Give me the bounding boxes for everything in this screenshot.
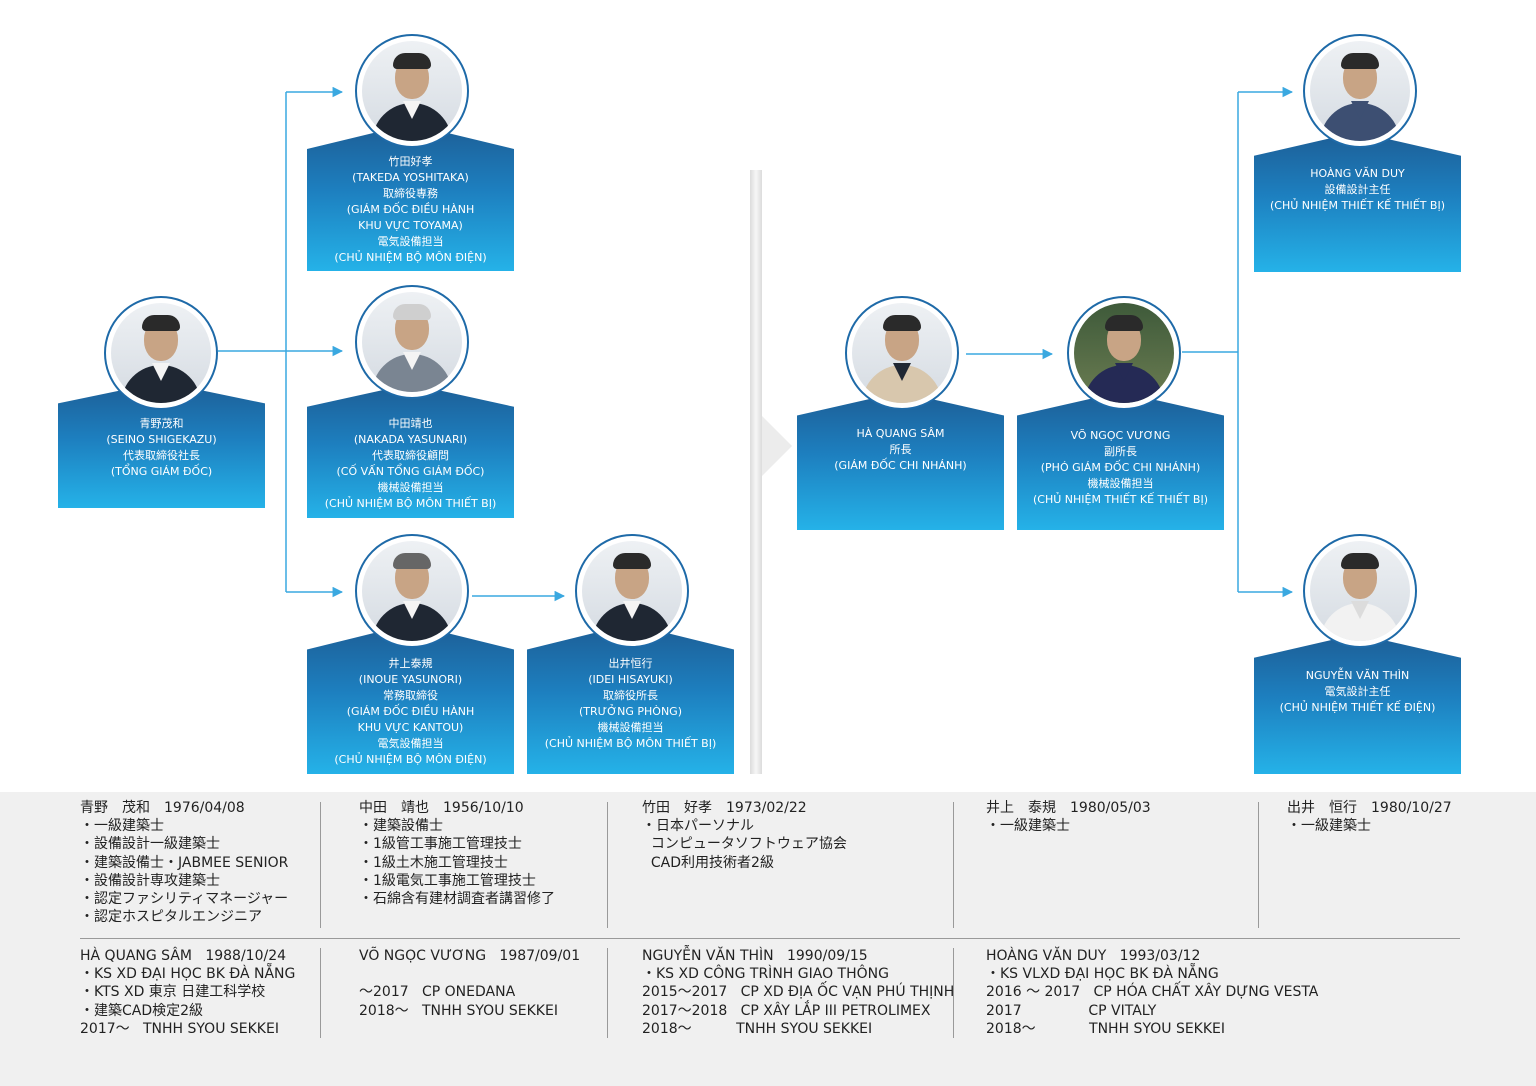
person-hoang-van-duy: HOÀNG VĂN DUY 設備設計主任 (CHỦ NHIỆM THIẾT KẾ… [1254,132,1461,272]
bio-divider [953,948,954,1038]
bio-divider [1258,802,1259,928]
bio-nakada: 中田 靖也 1956/10/10 ・建築設備士 ・1級管工事施工管理技士 ・1級… [359,800,555,908]
avatar-hoang-van-duy [1303,34,1417,148]
person-card [1254,634,1461,774]
bio-inoue: 井上 泰規 1980/05/03 ・一級建築士 [986,800,1151,835]
bio-nguyen-van-thin: NGUYỄN VĂN THÌN 1990/09/15 ・KS XD CÔNG T… [642,948,955,1037]
person-takeda: 竹田好孝 (TAKEDA YOSHITAKA) 取締役専務 (GIÁM ĐỐC … [307,124,514,271]
person-seino: 青野茂和 (SEINO SHIGEKAZU) 代表取締役社長 (TỔNG GIÁ… [58,382,265,508]
person-card-text: 出井恒行 (IDEI HISAYUKI) 取締役所長 (TRƯỞNG PHÒNG… [544,657,717,750]
avatar-idei [575,534,689,648]
section-divider [750,170,762,774]
avatar-ha-quang-sam [845,296,959,410]
person-card-text: 竹田好孝 (TAKEDA YOSHITAKA) 取締役専務 (GIÁM ĐỐC … [334,155,487,264]
bio-divider [320,948,321,1038]
person-card [1017,392,1224,530]
avatar-takeda [355,34,469,148]
person-card-text: NGUYỄN VĂN THÌN 電気設計主任 (CHỦ NHIỆM THIẾT … [1279,669,1436,714]
person-card-text: HOÀNG VĂN DUY 設備設計主任 (CHỦ NHIỆM THIẾT KẾ… [1269,167,1446,212]
avatar-nakada [355,285,469,399]
bio-divider [607,948,608,1038]
person-nakada: 中田靖也 (NAKADA YASUNARI) 代表取締役顧問 (CỐ VẤN T… [307,384,514,518]
person-card [307,124,514,271]
person-card [307,624,514,774]
bio-divider [607,802,608,928]
bio-seino: 青野 茂和 1976/04/08 ・一級建築士 ・設備設計一級建築士 ・建築設備… [80,800,289,926]
person-ha-quang-sam: HÀ QUANG SÂM 所長 (GIÁM ĐỐC CHI NHÁNH) [797,392,1004,530]
person-card-text: 中田靖也 (NAKADA YASUNARI) 代表取締役顧問 (CỐ VẤN T… [324,417,497,510]
bio-hoang-van-duy: HOÀNG VĂN DUY 1993/03/12 ・KS VLXD ĐẠI HỌ… [986,948,1319,1037]
bio-idei: 出井 恒行 1980/10/27 ・一級建築士 [1287,800,1452,835]
bio-divider [953,802,954,928]
person-card-text: VÕ NGỌC VƯƠNG 副所長 (PHÓ GIÁM ĐỐC CHI NHÁN… [1032,429,1209,506]
person-vo-ngoc-vuong: VÕ NGỌC VƯƠNG 副所長 (PHÓ GIÁM ĐỐC CHI NHÁN… [1017,392,1224,530]
person-card [797,392,1004,530]
person-card [1254,132,1461,272]
person-idei: 出井恒行 (IDEI HISAYUKI) 取締役所長 (TRƯỞNG PHÒNG… [527,624,734,774]
bio-divider [320,802,321,928]
avatar-seino [104,296,218,410]
person-nguyen-van-thin: NGUYỄN VĂN THÌN 電気設計主任 (CHỦ NHIỆM THIẾT … [1254,634,1461,774]
person-card [307,384,514,518]
avatar-vo-ngoc-vuong [1067,296,1181,410]
avatar-nguyen-van-thin [1303,534,1417,648]
bio-section [0,792,1536,1086]
bio-row-divider [80,938,1460,939]
bio-takeda: 竹田 好孝 1973/02/22 ・日本パーソナル コンピュータソフトウェア協会… [642,800,847,871]
person-card [527,624,734,774]
person-card-text: 井上泰規 (INOUE YASUNORI) 常務取締役 (GIÁM ĐỐC ĐI… [334,657,487,766]
person-card-text: HÀ QUANG SÂM 所長 (GIÁM ĐỐC CHI NHÁNH) [834,427,967,472]
person-card-text: 青野茂和 (SEINO SHIGEKAZU) 代表取締役社長 (TỔNG GIÁ… [106,417,217,478]
person-inoue: 井上泰規 (INOUE YASUNORI) 常務取締役 (GIÁM ĐỐC ĐI… [307,624,514,774]
bio-vo-ngoc-vuong: VÕ NGỌC VƯƠNG 1987/09/01 ～2017 CP ONEDAN… [359,948,581,1019]
bio-ha-quang-sam: HÀ QUANG SÂM 1988/10/24 ・KS XD ĐẠI HỌC B… [80,948,296,1037]
avatar-inoue [355,534,469,648]
